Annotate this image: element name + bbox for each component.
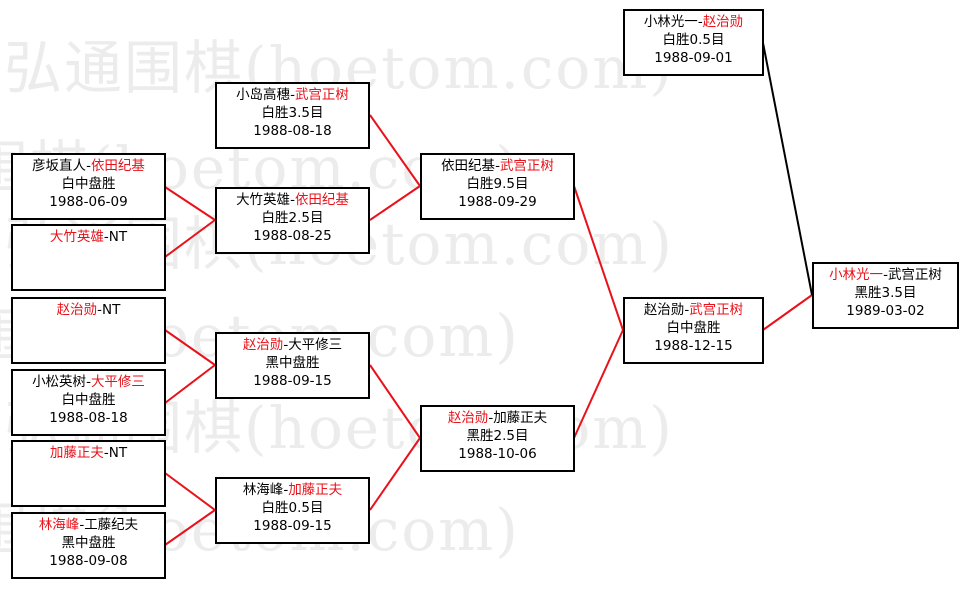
match-date: 1988-08-18 [49,410,128,426]
match-date: 1988-08-18 [253,123,332,139]
match-date: 1988-09-08 [49,553,128,569]
match-result: 白中盘胜 [666,320,721,336]
match-date: 1989-03-02 [846,303,925,319]
connector-line [369,185,421,221]
match-date: 1988-10-06 [458,446,537,462]
match-date: 1988-12-15 [654,338,733,354]
match-date: 1988-09-01 [654,50,733,66]
connector-line [369,114,421,187]
connector-line [164,364,216,404]
match-box-r1-5[interactable]: 加藤正夫-NT [11,440,166,507]
match-box-r3-1[interactable]: 依田纪基-武宫正树 白胜9.5目 1988-09-29 [420,153,575,220]
match-date: 1988-06-09 [49,194,128,210]
connector-line [573,329,624,439]
match-box-final[interactable]: 小林光一-武宫正树 黑胜3.5目 1989-03-02 [812,262,959,329]
match-box-semi[interactable]: 赵治勋-武宫正树 白中盘胜 1988-12-15 [623,297,764,364]
match-box-r1-4[interactable]: 小松英树-大平修三 白中盘胜 1988-08-18 [11,369,166,436]
match-box-r2-2[interactable]: 大竹英雄-依田纪基 白胜2.5目 1988-08-25 [215,187,370,254]
connector-line [369,364,421,439]
match-result: 白胜3.5目 [261,105,324,121]
match-players: 依田纪基-武宫正树 [441,158,554,174]
match-result: 白胜0.5目 [261,500,324,516]
match-result: 黑胜2.5目 [466,428,529,444]
match-date: 1988-09-15 [253,373,332,389]
match-box-r1-2[interactable]: 大竹英雄-NT [11,224,166,291]
match-players: 林海峰-工藤纪夫 [38,517,139,533]
connector-line [164,186,216,221]
match-players: 小松英树-大平修三 [32,374,145,390]
connector-line [573,185,624,331]
match-box-r1-6[interactable]: 林海峰-工藤纪夫 黑中盘胜 1988-09-08 [11,512,166,579]
match-result: 白胜2.5目 [261,210,324,226]
match-players: 彦坂直人-依田纪基 [32,158,145,174]
match-result: 黑中盘胜 [265,355,320,371]
match-box-r2-4[interactable]: 林海峰-加藤正夫 白胜0.5目 1988-09-15 [215,477,370,544]
match-result: 白胜9.5目 [466,176,529,192]
match-box-r3-2[interactable]: 赵治勋-加藤正夫 黑胜2.5目 1988-10-06 [420,405,575,472]
match-result: 白中盘胜 [61,176,116,192]
match-players: 林海峰-加藤正夫 [242,482,343,498]
connector-line [164,329,216,366]
match-result: 黑胜3.5目 [854,285,917,301]
connector-line [762,294,813,331]
match-box-r2-3[interactable]: 赵治勋-大平修三 黑中盘胜 1988-09-15 [215,332,370,399]
connector-line [164,219,216,258]
connector-line [164,509,216,546]
match-players: 赵治勋-NT [56,302,121,318]
match-players: 赵治勋-加藤正夫 [447,410,548,426]
match-players: 赵治勋-武宫正树 [643,302,744,318]
match-players: 大竹英雄-依田纪基 [236,192,349,208]
match-players: 加藤正夫-NT [49,445,128,461]
match-date: 1988-09-15 [253,518,332,534]
match-box-top[interactable]: 小林光一-赵治勋 白胜0.5目 1988-09-01 [623,9,764,76]
match-players: 小林光一-赵治勋 [643,14,744,30]
match-box-r2-1[interactable]: 小岛高穗-武宫正树 白胜3.5目 1988-08-18 [215,82,370,149]
match-players: 大竹英雄-NT [49,229,128,245]
match-box-r1-3[interactable]: 赵治勋-NT [11,297,166,364]
match-players: 小林光一-武宫正树 [829,267,942,283]
match-box-r1-1[interactable]: 彦坂直人-依田纪基 白中盘胜 1988-06-09 [11,153,166,220]
match-result: 白中盘胜 [61,392,116,408]
match-result: 白胜0.5目 [662,32,725,48]
match-date: 1988-09-29 [458,194,537,210]
match-players: 小岛高穗-武宫正树 [236,87,349,103]
match-result: 黑中盘胜 [61,535,116,551]
match-players: 赵治勋-大平修三 [242,337,343,353]
connector-line [369,437,421,511]
connector-line [762,42,813,296]
match-date: 1988-08-25 [253,228,332,244]
connector-line [164,472,216,511]
